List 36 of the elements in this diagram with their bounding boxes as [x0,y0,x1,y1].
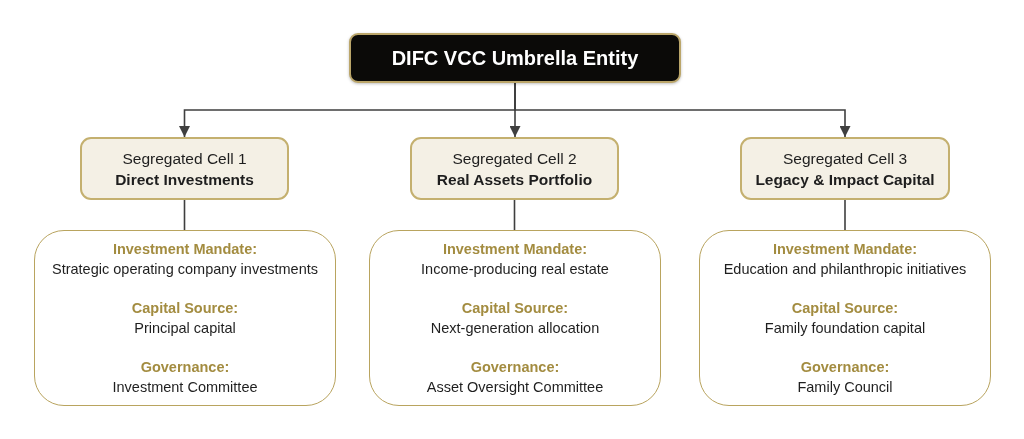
details-panel [369,230,661,406]
cell-title: Segregated Cell 2 [452,148,577,169]
cell-box [80,137,289,200]
cell-title: Segregated Cell 3 [782,148,908,169]
field-value: Asset Oversight Committee [426,378,604,397]
field-value: Income-producing real estate [421,260,609,279]
field-heading: Governance: [140,358,230,377]
cell-box [410,137,619,200]
entity-title: DIFC VCC Umbrella Entity [391,46,639,70]
cell-box [740,137,950,200]
field-heading: Capital Source: [131,299,239,318]
field-value: Family foundation capital [764,319,926,338]
field-value: Strategic operating company investments [52,260,318,279]
cell-name: Direct Investments [115,169,254,190]
field-value: Next-generation allocation [430,319,600,338]
field-heading: Investment Mandate: [112,240,258,259]
details-panel [699,230,991,406]
field-value: Education and philanthropic initiatives [723,260,967,279]
field-heading: Investment Mandate: [772,240,918,259]
field-value: Investment Committee [112,378,258,397]
field-value: Principal capital [134,319,236,338]
details-panel [34,230,336,406]
cell-title: Segregated Cell 1 [122,148,247,169]
field-heading: Governance: [470,358,560,377]
cell-name: Legacy & Impact Capital [755,169,935,190]
entity-box [349,33,681,83]
field-value: Family Council [797,378,893,397]
field-heading: Investment Mandate: [442,240,588,259]
field-heading: Capital Source: [461,299,569,318]
connector-line [844,199,846,231]
connector-line [513,199,516,231]
connector-line [183,199,186,231]
field-heading: Governance: [800,358,890,377]
cell-name: Real Assets Portfolio [436,169,593,190]
arrow [514,82,851,138]
field-heading: Capital Source: [791,299,899,318]
